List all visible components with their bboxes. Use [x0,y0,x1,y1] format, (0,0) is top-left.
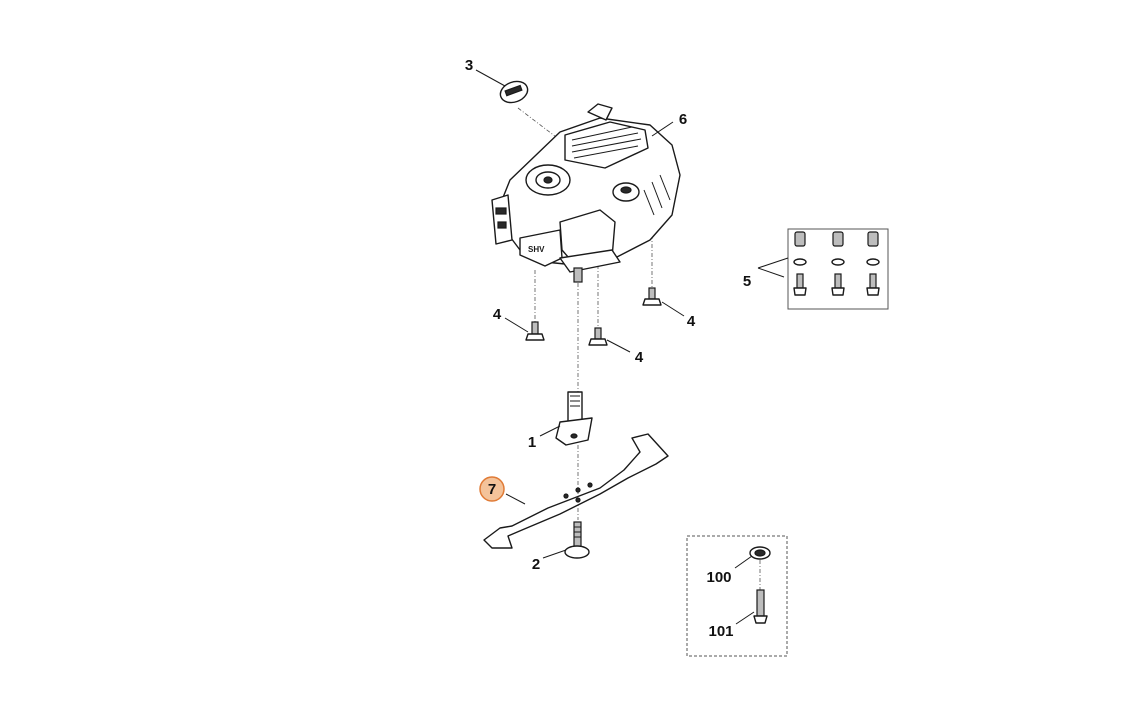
svg-text:SHV: SHV [528,245,545,254]
kit-column-1 [793,231,807,296]
callout-7-highlight [479,476,505,502]
part-4-bolt-right[interactable] [642,287,662,306]
part-101-screw[interactable] [753,589,768,624]
callout-4-right[interactable]: 4 [687,313,696,330]
part-2-blade-bolt[interactable] [564,521,590,559]
callout-101[interactable]: 101 [708,623,733,640]
part-3-badge[interactable] [497,78,530,106]
part-4-bolt-middle[interactable] [588,327,608,346]
callout-100[interactable]: 100 [706,569,731,586]
part-1-blade-adapter[interactable] [555,391,593,446]
callout-5[interactable]: 5 [743,273,751,290]
part-4-bolt-left[interactable] [525,321,545,341]
part-7-mower-blade[interactable] [483,433,669,549]
kit-column-2 [831,231,845,296]
leader-lines [475,69,789,625]
part-100-nut[interactable] [749,546,771,560]
part-5-fastener-kit[interactable] [787,228,889,310]
optional-parts-box [686,535,788,657]
part-6-engine[interactable]: SHV [491,103,681,283]
callout-7[interactable]: 7 [488,481,496,498]
callout-2[interactable]: 2 [532,556,540,573]
assembly-axis-lines [517,107,761,590]
callout-1[interactable]: 1 [528,434,536,451]
callout-6[interactable]: 6 [679,111,687,128]
kit-column-3 [866,231,880,296]
callout-4-left[interactable]: 4 [493,306,502,323]
callout-3[interactable]: 3 [465,57,473,74]
callout-4-middle[interactable]: 4 [635,349,644,366]
callouts: 3 6 5 4 4 4 1 7 2 100 101 [465,57,751,640]
